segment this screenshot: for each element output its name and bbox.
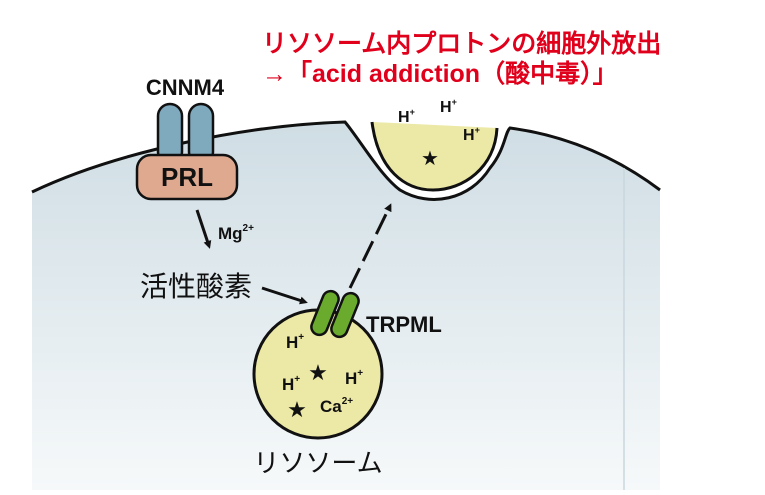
cnnm4-label: CNNM4 — [146, 75, 225, 100]
star-icon: ★ — [421, 148, 439, 170]
ros-label: 活性酸素 — [140, 271, 252, 302]
arrow-ros-to-trpml — [261, 286, 308, 305]
mg-label: Mg2+ — [218, 223, 254, 243]
vesicle-proton-3: H+ — [463, 125, 480, 144]
lysosome-label: リソソーム — [253, 448, 382, 478]
prl-label: PRL — [161, 162, 213, 192]
trpml-subunit-right — [330, 291, 360, 339]
title-line-1: リソソーム内プロトンの細胞外放出 — [262, 29, 661, 58]
vesicle-proton-1: H+ — [398, 107, 415, 126]
lysosome-proton-1: H+ — [286, 332, 304, 352]
lysosome-proton-2: H+ — [282, 374, 300, 394]
lysosome-proton-3: H+ — [345, 368, 363, 388]
star-icon: ★ — [308, 360, 328, 385]
title-line-2: →「acid addiction（酸中毒）」 — [262, 59, 618, 88]
prl-box — [135, 153, 239, 201]
star-icon: ★ — [287, 397, 307, 422]
vesicle-proton-2: H+ — [440, 97, 457, 116]
calcium-label: Ca2+ — [320, 396, 353, 416]
arrow-lysosome-to-membrane — [348, 203, 392, 289]
trpml-subunit-left — [310, 289, 340, 337]
trpml-label: TRPML — [366, 312, 442, 337]
arrow-prl-to-ros — [195, 209, 212, 249]
fused-vesicle — [370, 121, 499, 192]
